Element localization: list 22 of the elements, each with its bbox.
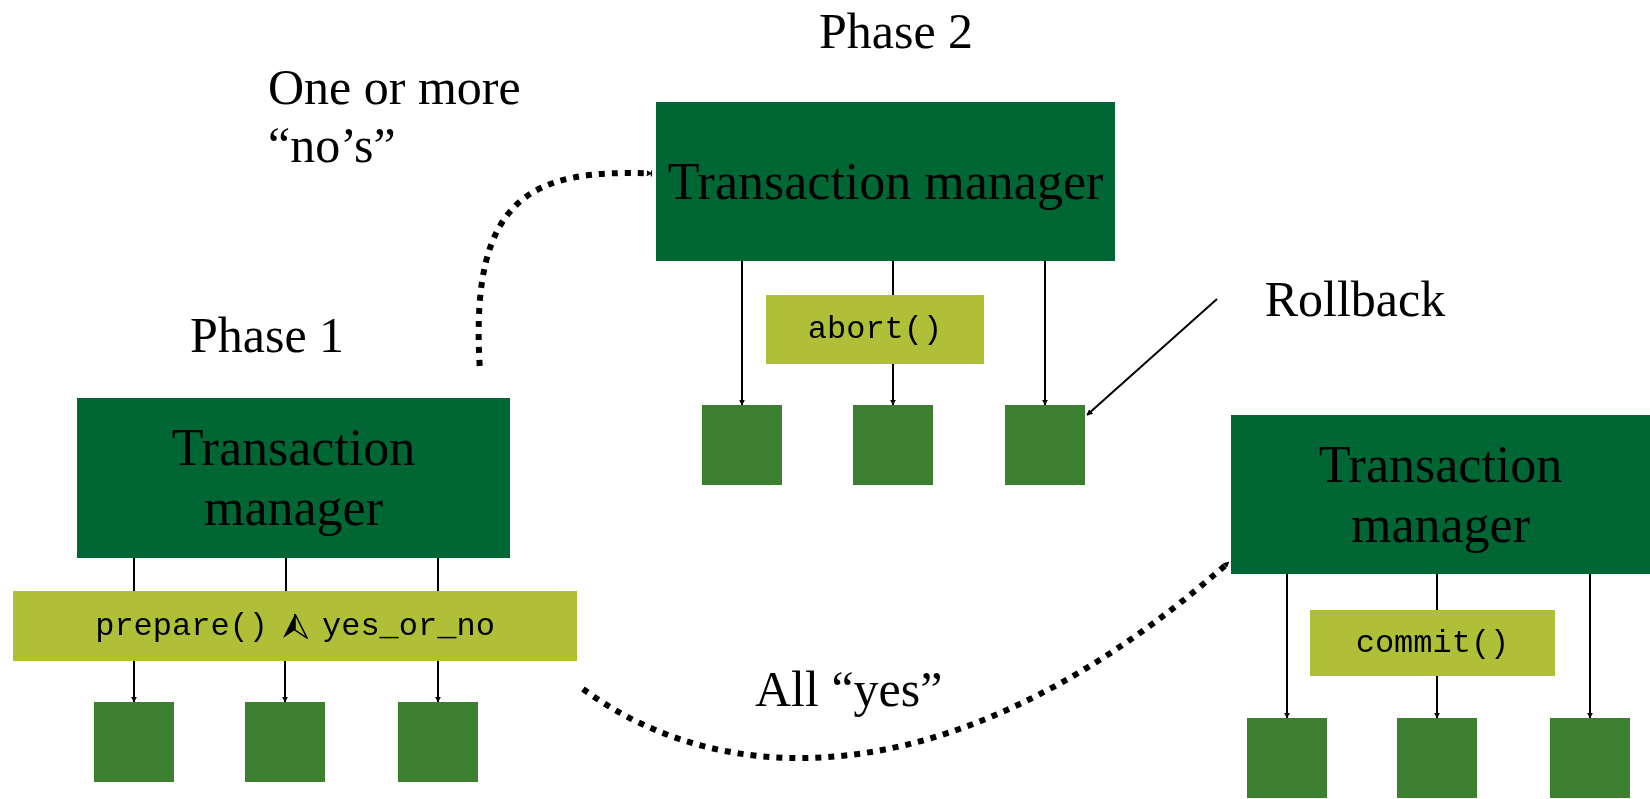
arrow [435, 660, 441, 703]
message-label: abort() [807, 311, 943, 348]
arrow [890, 363, 896, 406]
arrow [739, 260, 745, 406]
phase-heading: Phase 1 [188, 306, 346, 364]
arrow [1434, 675, 1440, 719]
callout-text: Rollback [1263, 270, 1447, 329]
arrow [131, 660, 137, 703]
message-label: prepare() [95, 607, 268, 645]
dotted-arrow [475, 170, 653, 367]
box-label: Transaction manager [667, 151, 1104, 212]
arrow [1587, 573, 1593, 719]
box-label: Transaction manager [170, 418, 417, 538]
phase-heading: Phase 2 [817, 2, 975, 60]
message-label: yes_or_no [322, 607, 495, 645]
arrow [1284, 573, 1290, 719]
arrow [282, 660, 288, 703]
arrow [1042, 260, 1048, 406]
message-label: commit() [1355, 624, 1510, 662]
dotted-arrow [581, 559, 1231, 761]
box-label: Transaction manager [1317, 434, 1564, 555]
leader-line [1086, 298, 1218, 416]
